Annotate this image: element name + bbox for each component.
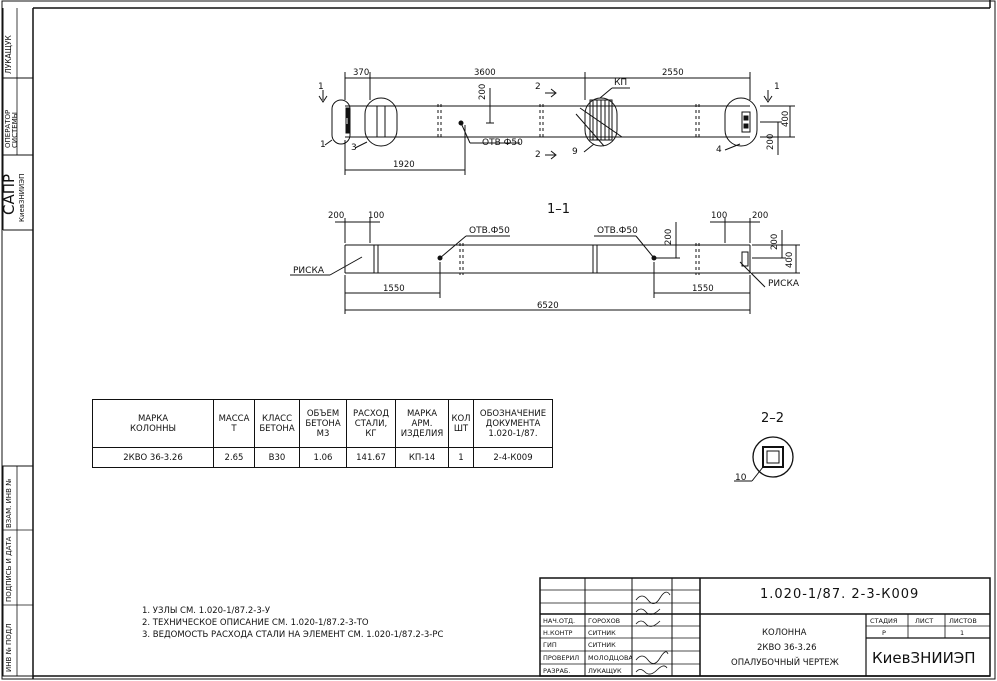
stage-value: Р [882,629,886,637]
title-block-grid [539,577,991,677]
cell-embed-mark: КП-14 [395,447,449,468]
role-n-kontr: Н.КОНТР [543,629,573,637]
riska-right: РИСКА [768,279,799,289]
cell-mass: 2.65 [213,447,255,468]
role-nach-otd: НАЧ.ОТД. [543,617,576,625]
side-author: ЛУКАЩУК [4,35,13,74]
side-sapr: САПР [0,173,18,215]
table-row: 2КВО 36-3.26 2.65 В30 1.06 141.67 КП-14 … [92,447,553,468]
dim-200-sec-side: 200 [770,233,780,250]
role-proveril: ПРОВЕРИЛ [543,654,580,662]
cell-concrete-class: В30 [254,447,300,468]
sheets-header: ЛИСТОВ [949,617,977,625]
cell-steel: 141.67 [346,447,396,468]
callout-3: 3 [351,143,357,153]
doc-code: 1.020-1/87. 2-3-К009 [760,587,920,602]
section-1-1-view [290,218,800,314]
cell-qty: 1 [448,447,474,468]
name-lukashchuk: ЛУКАЩУК [588,667,622,675]
dim-100-left: 100 [368,211,385,221]
section-2-2-title: 2–2 [761,411,785,426]
dim-200-plan: 200 [478,83,488,100]
org-name: КиевЗНИИЭП [872,649,976,667]
dim-6520: 6520 [537,301,559,311]
dim-200-right: 200 [752,211,769,221]
dim-200-mid: 200 [664,228,674,245]
title-line-2: 2КВО 36-3.26 [757,643,817,653]
hole-label-right: ОТВ.Ф50 [597,226,638,236]
dim-3600: 3600 [474,68,496,78]
dim-1550-right: 1550 [692,284,714,294]
dim-2550: 2550 [662,68,684,78]
note-1: 1. УЗЛЫ СМ. 1.020-1/87.2-3-У [142,606,271,616]
side-inv-podl: ИНВ № ПОДЛ [5,623,13,672]
title-line-3: ОПАЛУБОЧНЫЙ ЧЕРТЕЖ [731,658,839,668]
side-inv-vzam: ВЗАМ. ИНВ № [5,478,13,528]
name-sitnik-1: СИТНИК [588,629,616,637]
stage-header: СТАДИЯ [870,617,898,625]
dim-200-left: 200 [328,211,345,221]
side-system: СИСТЕМЫ [11,112,19,148]
role-razrab: РАЗРАБ. [543,667,571,675]
role-gip: ГИП [543,641,557,649]
dim-100-right: 100 [711,211,728,221]
title-line-1: КОЛОННА [762,628,807,638]
callout-9: 9 [572,147,578,157]
name-sitnik-2: СИТНИК [588,641,616,649]
dim-400-plan: 400 [781,110,791,127]
dim-200-plan-side: 200 [766,133,776,150]
name-gorokhov: ГОРОХОВ [588,617,621,625]
riska-left: РИСКА [293,266,324,276]
dim-370: 370 [353,68,370,78]
dim-1920: 1920 [393,160,415,170]
kp-label: КП [614,78,628,88]
section-mark-2-bottom: 2 [535,150,541,160]
dim-1550-left: 1550 [383,284,405,294]
callout-1: 1 [320,140,326,150]
cell-volume: 1.06 [299,447,347,468]
dim-400-sec: 400 [785,251,795,268]
section-2-2-view [734,436,794,482]
hole-label-plan: ОТВ Ф50 [482,138,523,148]
name-molodtsova: МОЛОДЦОВА [588,654,633,662]
section-mark-1-right: 1 [774,82,780,92]
side-sign-date: ПОДПИСЬ И ДАТА [5,536,13,602]
section-mark-2-top: 2 [535,82,541,92]
section-mark-1-left: 1 [318,82,324,92]
column-plan-view [318,72,795,175]
cell-mark: 2КВО 36-3.26 [92,447,214,468]
note-3: 3. ВЕДОМОСТЬ РАСХОДА СТАЛИ НА ЭЛЕМЕНТ СМ… [142,630,444,640]
note-2: 2. ТЕХНИЧЕСКОЕ ОПИСАНИЕ СМ. 1.020-1/87.2… [142,618,369,628]
sheet-header: ЛИСТ [915,617,934,625]
hole-label-left: ОТВ.Ф50 [469,226,510,236]
callout-4: 4 [716,145,722,155]
cell-document: 2-4-К009 [473,447,553,468]
sheets-value: 1 [960,629,965,637]
section-1-1-title: 1–1 [547,202,571,217]
callout-10: 10 [735,473,747,483]
side-org: КиевЗНИИЭП [18,173,26,222]
